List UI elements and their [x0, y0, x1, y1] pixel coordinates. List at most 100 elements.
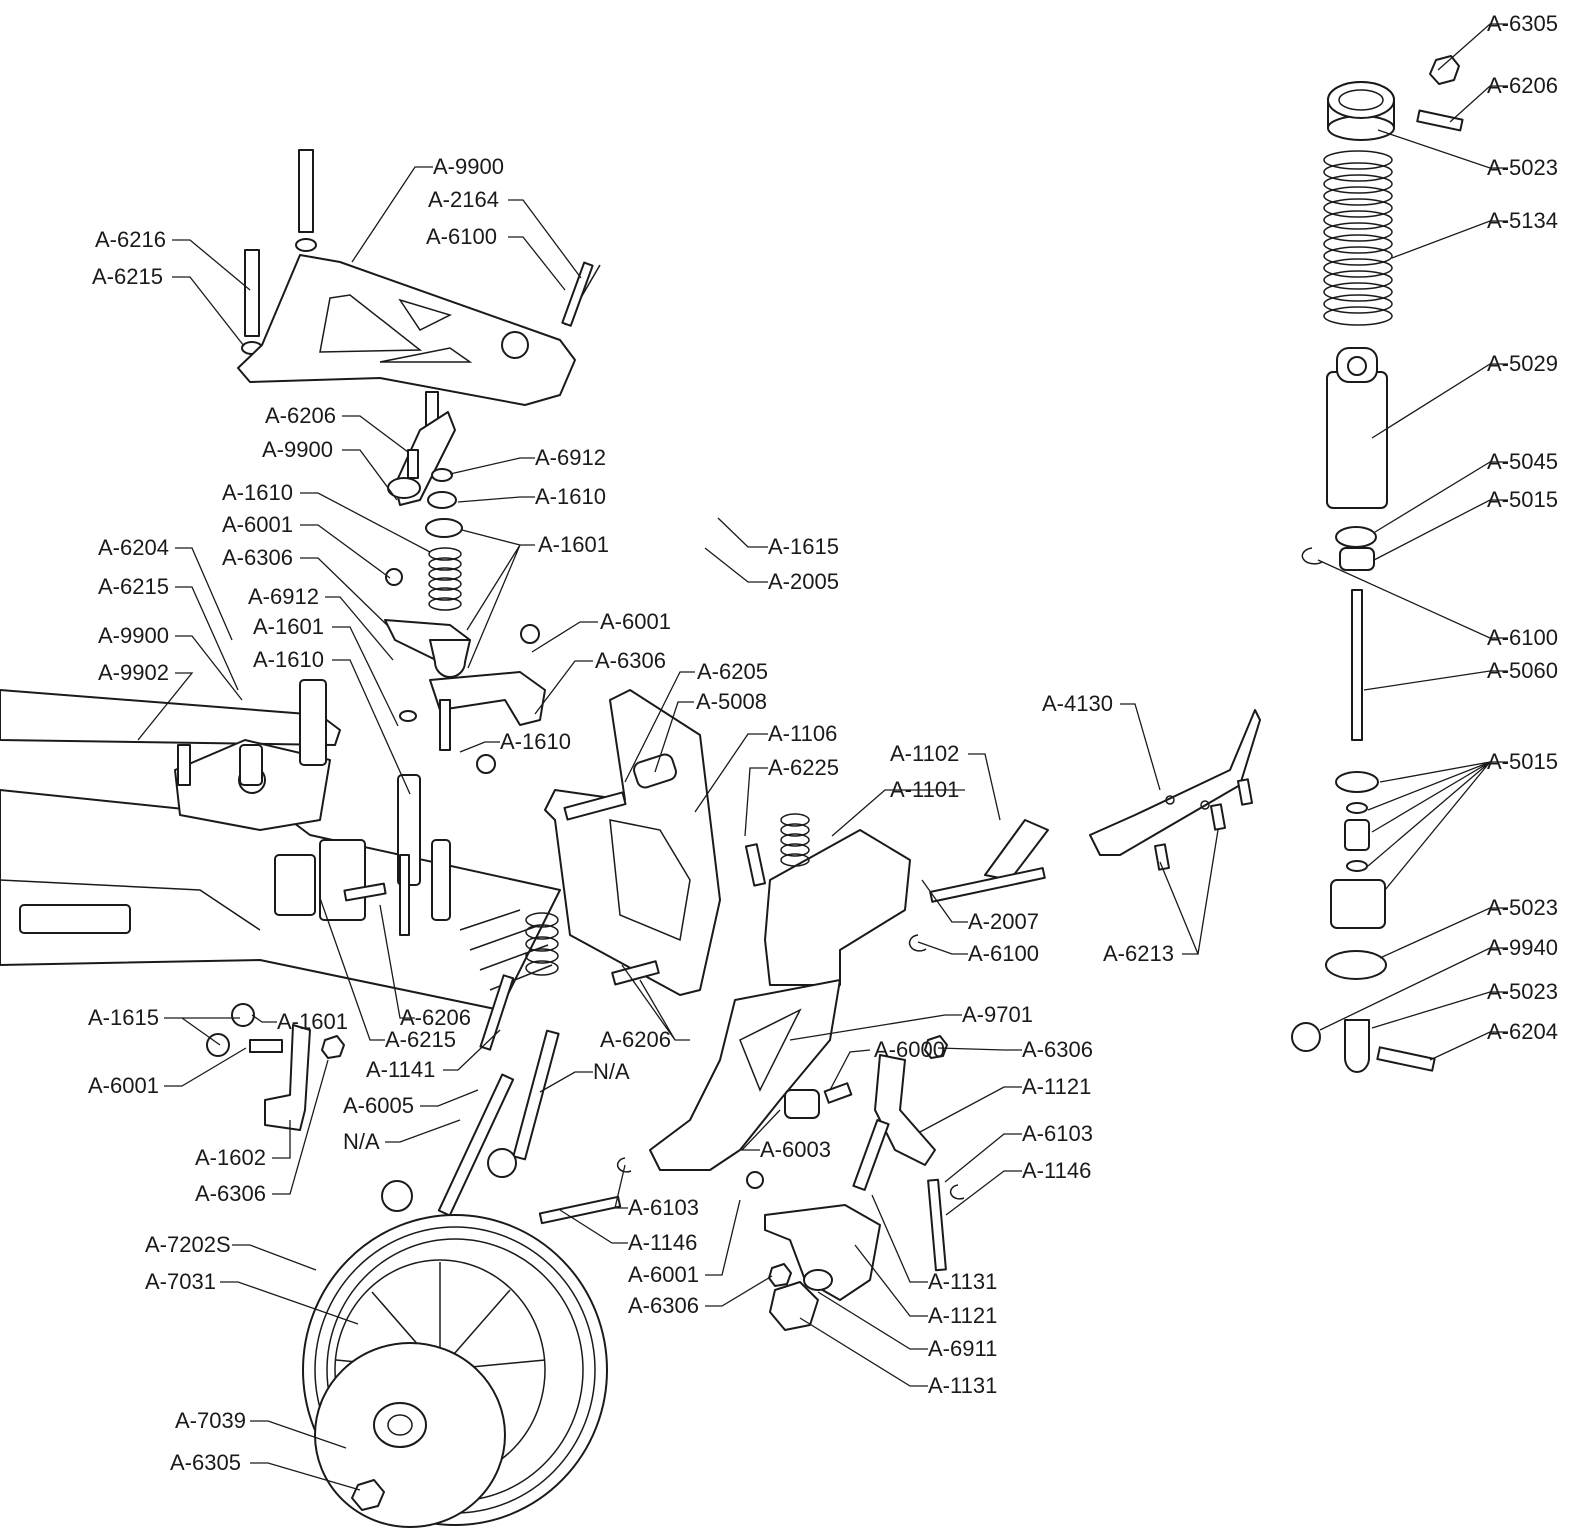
callout-label: A-6216 — [95, 227, 166, 252]
callout-label: A-7031 — [145, 1269, 216, 1294]
callout-label: A-1615 — [768, 534, 839, 559]
callout-label: A-6306 — [595, 648, 666, 673]
saver-spring — [428, 547, 462, 611]
shock-bottom-cap — [1330, 879, 1386, 929]
arm-hinge-pin — [538, 1195, 622, 1225]
hinge-pin — [479, 974, 515, 1051]
callout-label: A-1610 — [253, 647, 324, 672]
rod-end-ball-1 — [231, 1003, 255, 1027]
callout-label: A-6204 — [98, 535, 169, 560]
steering-post — [439, 699, 451, 751]
callout-label: A-6100 — [1487, 625, 1558, 650]
callout-label: A-1610 — [535, 484, 606, 509]
callout-label: A-1101 — [890, 777, 959, 802]
shock-cap-top — [1327, 81, 1395, 119]
tower-screw-2 — [244, 249, 260, 337]
callout-label: A-2007 — [968, 909, 1039, 934]
callout-label: A-6306 — [1022, 1037, 1093, 1062]
callout-label: A-9900 — [262, 437, 333, 462]
callout-label: A-5023 — [1487, 979, 1558, 1004]
lower-suspension-arm — [649, 979, 841, 1171]
kingpin — [927, 1178, 947, 1272]
steering-assembly — [384, 391, 546, 774]
shock-top-nut — [1429, 55, 1460, 85]
callout-label: A-6215 — [92, 264, 163, 289]
callout-label: A-6305 — [170, 1450, 241, 1475]
callout-label: A-1601 — [277, 1009, 348, 1034]
callout-label: A-6306 — [222, 545, 293, 570]
shock-body — [1326, 371, 1388, 509]
skid-screw-3 — [1236, 778, 1254, 806]
turnbuckle-1 — [437, 1073, 515, 1217]
wheel-hub-inner — [387, 1414, 413, 1436]
rod-end-ball-2 — [206, 1033, 230, 1057]
callout-label: A-5023 — [1487, 895, 1558, 920]
callout-label: A-6213 — [1103, 941, 1174, 966]
shock-tower-assembly — [237, 149, 601, 406]
bulkhead-post-3 — [431, 839, 451, 921]
hinge-e-clip — [908, 934, 927, 952]
callout-label: A-1601 — [538, 532, 609, 557]
plate-bottom-screw — [611, 960, 660, 986]
callout-label: A-1601 — [253, 614, 324, 639]
arm-web — [739, 1008, 802, 1092]
shock-rod-end-screw — [1376, 1046, 1436, 1072]
shock-oring-2 — [1346, 802, 1368, 814]
hub-carrier — [874, 1054, 936, 1166]
bulkhead-plate — [544, 689, 721, 996]
callout-label: A-6206 — [400, 1005, 471, 1030]
shock-ball — [1291, 1022, 1321, 1052]
bulkhead-plate-assembly — [544, 689, 1261, 996]
callout-label: A-6206 — [600, 1027, 671, 1052]
callout-label: A-5045 — [1487, 449, 1558, 474]
shock-oring-1 — [1335, 771, 1379, 793]
chassis-spring-screw — [343, 882, 387, 902]
callout-label: A-1610 — [500, 729, 571, 754]
callout-label: A-6205 — [697, 659, 768, 684]
left-nut — [321, 1035, 345, 1059]
axle-nut — [769, 1281, 819, 1331]
shock-absorber-assembly — [1291, 55, 1464, 1073]
bellcrank-small-screw — [407, 449, 419, 479]
drag-link-ball-2 — [476, 754, 496, 774]
callout-label: A-6305 — [1487, 11, 1558, 36]
callout-label: A-1615 — [88, 1005, 159, 1030]
callout-label: A-6206 — [265, 403, 336, 428]
callout-label: A-6005 — [343, 1093, 414, 1118]
servo-block — [274, 854, 316, 916]
steering-knuckle — [764, 1204, 881, 1301]
skid-screw-2 — [1209, 803, 1227, 831]
shock-rod-end — [1344, 1019, 1370, 1073]
callout-label: A-1610 — [222, 480, 293, 505]
callout-label: A-1131 — [928, 1373, 997, 1398]
wheel-hub — [373, 1402, 427, 1448]
callout-label: A-5023 — [1487, 155, 1558, 180]
chassis-rib — [0, 879, 261, 931]
callout-label: A-5015 — [1487, 749, 1558, 774]
top-deck — [0, 689, 341, 746]
drag-link-ball — [520, 624, 540, 644]
bulkhead-post-1 — [299, 679, 327, 766]
steering-ball-stud — [385, 568, 403, 586]
bellcrank-nut-2 — [427, 491, 457, 509]
bellcrank-washer — [425, 518, 463, 538]
callout-label: A-6001 — [600, 609, 671, 634]
knuckle-bearing — [803, 1269, 833, 1291]
tower-ball — [501, 331, 529, 359]
kingpin-screw — [852, 1119, 890, 1191]
tower-slot-3 — [379, 347, 473, 363]
servo-saver-cone — [429, 639, 471, 678]
callout-label: A-1121 — [928, 1303, 997, 1328]
chassis-screw — [177, 744, 191, 786]
arm-bushing — [784, 1089, 820, 1119]
callout-label: A-1141 — [366, 1057, 435, 1082]
tower-slot-2 — [398, 298, 453, 331]
callout-label: A-5015 — [1487, 487, 1558, 512]
callout-label: A-6100 — [968, 941, 1039, 966]
arm-e-clip — [616, 1157, 632, 1173]
callout-label: A-6001 — [222, 512, 293, 537]
callout-label: A-6103 — [1022, 1121, 1093, 1146]
callout-label: A-6215 — [98, 574, 169, 599]
callout-label: A-5060 — [1487, 658, 1558, 683]
